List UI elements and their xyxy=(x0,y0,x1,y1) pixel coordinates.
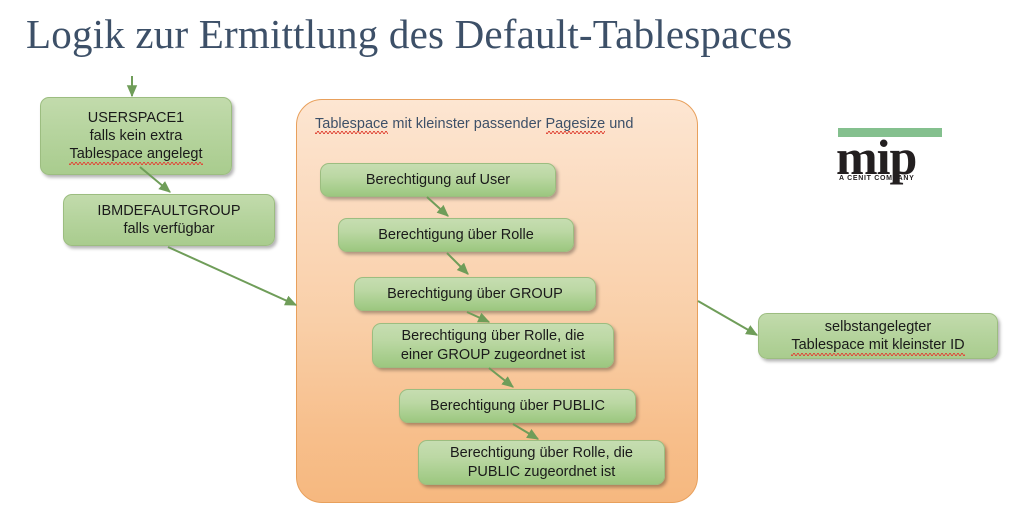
panel-header-text: Tablespace mit kleinster passender Pages… xyxy=(315,116,634,134)
step-box-line1: Berechtigung über Rolle, die xyxy=(401,328,585,345)
step-box-label: Berechtigung über Rolle xyxy=(378,226,534,243)
panel-header-tail-text: und xyxy=(605,116,634,132)
step-box-berechtigung-auf-user[interactable]: Berechtigung auf User xyxy=(320,163,556,197)
box-ibmdefaultgroup[interactable]: IBMDEFAULTGROUP falls verfügbar xyxy=(63,194,275,246)
step-box-berechtigung-ueber-rolle[interactable]: Berechtigung über Rolle xyxy=(338,218,574,252)
box-result-text: selbstangelegter Tablespace mit kleinste… xyxy=(765,318,991,357)
step-box-line2: PUBLIC zugeordnet ist xyxy=(467,463,616,480)
step-box-text: Berechtigung über Rolle, die PUBLIC zuge… xyxy=(425,444,658,480)
step-box-berechtigung-ueber-rolle-public[interactable]: Berechtigung über Rolle, die PUBLIC zuge… xyxy=(418,440,665,485)
step-box-berechtigung-ueber-rolle-group[interactable]: Berechtigung über Rolle, die einer GROUP… xyxy=(372,323,614,368)
box-userspace1-line1: USERSPACE1 xyxy=(87,109,185,126)
box-userspace1-line2: falls kein extra xyxy=(89,127,183,144)
logo-wordmark: mip xyxy=(836,129,917,185)
logo-green-bar xyxy=(838,128,942,137)
box-selbstangelegter-tablespace[interactable]: selbstangelegter Tablespace mit kleinste… xyxy=(758,313,998,359)
logo-tagline: A CENIT COMPANY xyxy=(839,175,915,182)
mip-logo: mip A CENIT COMPANY xyxy=(836,128,946,190)
box-ibmdefaultgroup-line2: falls verfügbar xyxy=(123,221,215,237)
step-box-line1: Berechtigung über Rolle, die xyxy=(450,445,633,462)
step-box-label: Berechtigung über GROUP xyxy=(387,285,563,302)
panel-header-word-tablespace: Tablespace xyxy=(315,116,389,134)
step-box-berechtigung-ueber-group[interactable]: Berechtigung über GROUP xyxy=(354,277,596,311)
box-ibmdefaultgroup-text: IBMDEFAULTGROUP falls verfügbar xyxy=(70,202,268,238)
step-box-label: Berechtigung über PUBLIC xyxy=(430,397,605,414)
box-result-line1: selbstangelegter xyxy=(824,318,932,335)
box-userspace1[interactable]: USERSPACE1 falls kein extra Tablespace a… xyxy=(40,97,232,175)
box-userspace1-text: USERSPACE1 falls kein extra Tablespace a… xyxy=(47,109,225,166)
box-ibmdefaultgroup-line1: IBMDEFAULTGROUP xyxy=(97,202,241,219)
box-userspace1-line3: Tablespace angelegt xyxy=(69,146,203,166)
arrow-panel-to-result xyxy=(697,300,759,336)
step-box-text: Berechtigung über Rolle, die einer GROUP… xyxy=(379,327,607,363)
step-box-line2: einer GROUP zugeordnet ist xyxy=(400,346,586,363)
panel-header-mid-text: mit kleinster passender xyxy=(388,116,546,132)
arrow-ibmdefaultgroup-to-panel xyxy=(167,246,298,306)
box-result-line2: Tablespace mit kleinster ID xyxy=(791,337,965,357)
step-box-label: Berechtigung auf User xyxy=(365,171,511,188)
panel-header-word-pagesize: Pagesize xyxy=(545,116,606,134)
step-box-berechtigung-ueber-public[interactable]: Berechtigung über PUBLIC xyxy=(399,389,636,423)
page-title: Logik zur Ermittlung des Default-Tablesp… xyxy=(26,11,793,57)
